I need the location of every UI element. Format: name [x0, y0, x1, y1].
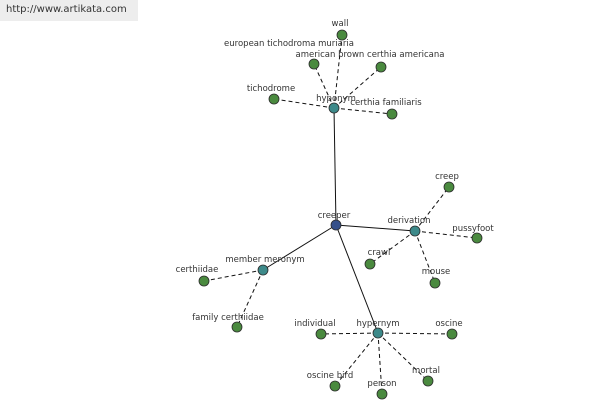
leaf-node-label[interactable]: person — [367, 379, 396, 389]
relation-node-label[interactable]: hypernym — [356, 319, 399, 329]
edge-hypernym-individual — [320, 332, 379, 335]
edge-hyponym-wall — [333, 34, 343, 109]
leaf-node-dot[interactable] — [268, 93, 280, 105]
leaf-node-dot[interactable] — [446, 328, 458, 340]
node-layer: wall european tichodroma muriariaamerican… — [176, 19, 494, 400]
edge-member-meronym-certhiidae — [203, 269, 264, 282]
leaf-node-label[interactable]: mortal — [412, 366, 440, 376]
leaf-node-mouse[interactable]: mouse — [422, 267, 451, 289]
leaf-node-crawl[interactable]: crawl — [364, 248, 391, 270]
edge-center-member-meronym — [262, 224, 337, 271]
leaf-node-dot[interactable] — [443, 181, 455, 193]
edge-layer — [203, 34, 478, 395]
leaf-node-label[interactable]: pussyfoot — [452, 224, 494, 234]
relation-node-derivation[interactable]: derivation — [387, 216, 431, 237]
leaf-node-dot[interactable] — [308, 58, 320, 70]
edge-center-hypernym — [335, 224, 379, 334]
leaf-node-wall[interactable]: wall — [332, 19, 349, 41]
leaf-node-american-brown-certhia-americana[interactable]: american brown certhia americana — [296, 50, 445, 73]
relation-node-dot[interactable] — [257, 264, 269, 276]
leaf-node-dot[interactable] — [231, 321, 243, 333]
relation-node-dot[interactable] — [328, 102, 340, 114]
relation-node-label[interactable]: member meronym — [225, 255, 304, 265]
edge-hypernym-oscine-bird — [334, 332, 379, 387]
leaf-node-dot[interactable] — [422, 375, 434, 387]
relation-node-hyponym[interactable]: hyponym — [316, 94, 356, 114]
leaf-node-dot[interactable] — [364, 258, 376, 270]
leaf-node-label[interactable]: certhia familiaris — [350, 98, 422, 108]
leaf-node-dot[interactable] — [375, 61, 387, 73]
leaf-node-dot[interactable] — [471, 232, 483, 244]
leaf-node-label[interactable]: mouse — [422, 267, 451, 277]
leaf-node-individual[interactable]: individual — [294, 319, 336, 340]
leaf-node-tichodrome[interactable]: tichodrome — [247, 84, 295, 105]
leaf-node-family-certhiidae[interactable]: family certhiidae — [192, 313, 264, 333]
leaf-node-pussyfoot[interactable]: pussyfoot — [452, 224, 494, 244]
edge-derivation-creep — [414, 186, 450, 232]
leaf-node-dot[interactable] — [376, 388, 388, 400]
relation-node-label[interactable]: derivation — [387, 216, 430, 226]
leaf-node-certhiidae[interactable]: certhiidae — [176, 265, 219, 287]
leaf-node-label[interactable]: certhiidae — [176, 265, 219, 275]
leaf-node-dot[interactable] — [315, 328, 327, 340]
relation-node-hypernym[interactable]: hypernym — [356, 319, 400, 339]
edge-hyponym-certhia-familiaris — [333, 107, 393, 115]
leaf-node-label[interactable]: tichodrome — [247, 84, 295, 94]
edge-member-meronym-family-certhiidae — [236, 269, 264, 328]
leaf-node-label[interactable]: european tichodroma muriaria — [224, 39, 354, 49]
leaf-node-mortal[interactable]: mortal — [412, 366, 440, 387]
leaf-node-dot[interactable] — [329, 380, 341, 392]
edge-hypernym-oscine — [377, 332, 453, 335]
edge-hyponym-european-tichodroma-muriaria — [313, 63, 335, 109]
edge-center-derivation — [335, 224, 416, 232]
edge-derivation-pussyfoot — [414, 230, 478, 239]
edge-center-hyponym — [333, 107, 337, 226]
leaf-node-dot[interactable] — [386, 108, 398, 120]
leaf-node-label[interactable]: wall — [332, 19, 349, 29]
edge-hypernym-mortal — [377, 332, 429, 382]
leaf-node-dot[interactable] — [198, 275, 210, 287]
edge-derivation-mouse — [414, 230, 436, 284]
relation-node-dot[interactable] — [409, 225, 421, 237]
leaf-node-oscine-bird[interactable]: oscine bird — [307, 371, 353, 392]
edge-hypernym-person — [377, 332, 383, 395]
leaf-node-creep[interactable]: creep — [435, 172, 459, 193]
leaf-node-european-tichodroma-muriaria[interactable]: european tichodroma muriaria — [224, 39, 354, 70]
center-node-label[interactable]: creeper — [318, 211, 351, 221]
edge-hyponym-tichodrome — [273, 98, 335, 109]
relation-node-label[interactable]: hyponym — [316, 94, 356, 104]
edge-hyponym-american-brown-certhia-americana — [333, 66, 382, 109]
leaf-node-label[interactable]: oscine — [435, 319, 462, 329]
leaf-node-oscine[interactable]: oscine — [435, 319, 463, 340]
leaf-node-dot[interactable] — [336, 29, 348, 41]
leaf-node-person[interactable]: person — [367, 379, 397, 400]
leaf-node-label[interactable]: crawl — [368, 248, 391, 258]
center-node-creeper[interactable]: creeper — [318, 211, 351, 231]
leaf-node-label[interactable]: family certhiidae — [192, 313, 264, 323]
source-url-text[interactable]: http://www.artikata.com — [6, 4, 127, 15]
edge-derivation-crawl — [369, 230, 416, 265]
leaf-node-label[interactable]: individual — [294, 319, 335, 329]
relation-node-member-meronym[interactable]: member meronym — [225, 255, 305, 276]
leaf-node-certhia-familiaris[interactable]: certhia familiaris — [350, 98, 422, 120]
source-url-bar: http://www.artikata.com — [0, 0, 138, 21]
center-node-dot[interactable] — [330, 219, 342, 231]
relation-node-dot[interactable] — [372, 327, 384, 339]
leaf-node-label[interactable]: creep — [435, 172, 459, 182]
leaf-node-dot[interactable] — [429, 277, 441, 289]
leaf-node-label[interactable]: oscine bird — [307, 371, 353, 381]
leaf-node-label[interactable]: american brown certhia americana — [296, 50, 445, 60]
